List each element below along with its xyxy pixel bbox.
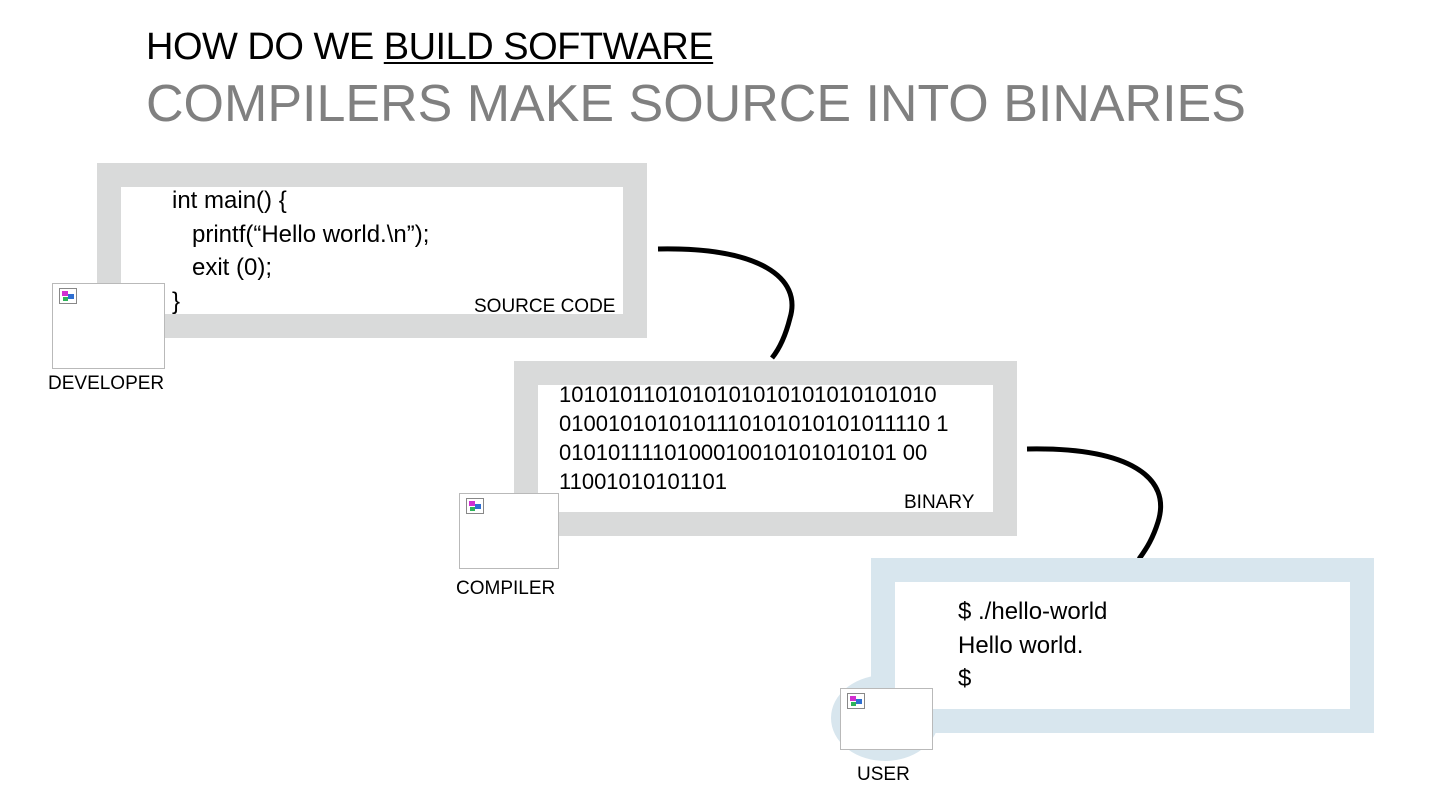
binary-line: 1010101101010101010101010101010	[559, 382, 937, 407]
page-subtitle: COMPILERS MAKE SOURCE INTO BINARIES	[146, 75, 1246, 133]
binary-line: 0101011110100010010101010101 00	[559, 440, 928, 465]
terminal-line: $	[958, 665, 972, 692]
binary-line: 11001010101101	[559, 469, 728, 494]
broken-image-icon	[59, 288, 77, 304]
source-code-label: SOURCE CODE	[474, 296, 616, 317]
developer-image	[52, 283, 165, 369]
developer-label: DEVELOPER	[48, 373, 165, 394]
connector-source-to-binary	[657, 246, 795, 360]
compiler-label: COMPILER	[456, 578, 556, 599]
terminal-line: $ ./hello-world	[958, 598, 1108, 625]
broken-image-icon	[847, 693, 865, 709]
title-prefix: HOW DO WE	[146, 26, 384, 68]
binary-text: 1010101101010101010101010101010 010010101…	[559, 380, 948, 496]
code-line: int main() {	[172, 187, 287, 214]
terminal-line: Hello world.	[958, 631, 1084, 659]
terminal-output-box	[871, 558, 1374, 733]
binary-box	[514, 361, 1017, 536]
broken-image-icon	[466, 498, 484, 514]
binary-line: 0100101010101110101010101011110 1	[559, 411, 949, 436]
code-line: exit (0);	[172, 254, 273, 281]
title-emphasis: BUILD SOFTWARE	[383, 26, 714, 68]
connector-binary-to-user	[1026, 446, 1164, 561]
compiler-image	[459, 493, 559, 569]
source-code-text: int main() { printf(“Hello world.\n”); e…	[172, 184, 429, 318]
code-line: printf(“Hello world.\n”);	[172, 220, 430, 248]
code-line: }	[172, 287, 181, 315]
source-code-box	[97, 163, 647, 338]
binary-label: BINARY	[904, 492, 975, 513]
user-label: USER	[857, 764, 910, 785]
page-title: HOW DO WE BUILD SOFTWARE	[146, 26, 714, 69]
user-image	[840, 688, 933, 750]
